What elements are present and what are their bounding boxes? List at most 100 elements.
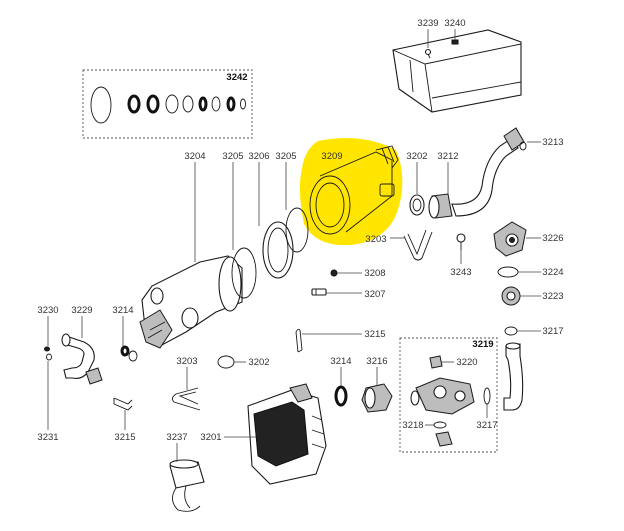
seal-ring-dark [127, 94, 141, 114]
callout-label: 3226 [542, 233, 563, 244]
seal-kit-rings [90, 86, 246, 124]
capacitor-3237 [169, 459, 205, 512]
elbow-nut [85, 367, 103, 385]
callout-label: 3224 [542, 267, 563, 278]
rings-3214 [120, 345, 138, 362]
callout-label: 3220 [456, 357, 477, 368]
callout-label: 3229 [71, 305, 92, 316]
seal-ring [182, 95, 194, 113]
screw-3243 [456, 233, 466, 250]
fitting-3226 [493, 221, 527, 257]
callout-label: 3240 [444, 18, 465, 29]
callout-label-kit: 3219 [472, 339, 493, 350]
pipe-3213 [451, 127, 527, 217]
o-ring-3218 [433, 421, 447, 429]
pump-body-port [181, 307, 199, 329]
screw-3239 [424, 48, 432, 59]
o-ring-3217-lower [483, 387, 491, 405]
callout-label: 3237 [166, 432, 187, 443]
screw-3207 [311, 288, 327, 296]
valve-nut [435, 431, 453, 447]
pump-body-3204 [139, 255, 243, 349]
callout-label: 3201 [200, 432, 221, 443]
elbow-pipe-3229 [61, 333, 103, 385]
o-ring-3205 [285, 207, 309, 253]
callout-label: 3202 [406, 151, 427, 162]
nut-3223 [501, 286, 521, 306]
callout-label: 3205 [275, 151, 296, 162]
capacitor-wires [172, 485, 201, 512]
valve-cap-3220 [429, 355, 443, 369]
pin-3240 [451, 39, 459, 45]
o-ring-3217 [504, 326, 518, 336]
union-nut-3212 [428, 193, 453, 219]
callout-label-kit: 3242 [226, 72, 247, 83]
gasket-3206 [262, 221, 294, 279]
tray-floor-line [409, 59, 414, 93]
seal-ring [211, 96, 221, 112]
seal-ring-dark [146, 94, 160, 114]
callout-label: 3215 [114, 432, 135, 443]
motor-3201 [247, 383, 327, 485]
seal-ring-large [90, 86, 112, 124]
callout-label: 3214 [330, 356, 351, 367]
o-ring-3202-lower [217, 355, 235, 369]
callout-label-highlighted: 3209 [321, 151, 342, 162]
callout-label: 3208 [364, 268, 385, 279]
callout-label: 3203 [176, 356, 197, 367]
fitting-3216 [361, 383, 393, 413]
tray-assembly [392, 29, 522, 113]
parts-3230 [44, 346, 52, 361]
valve-kit-3219 [410, 355, 491, 447]
callout-label: 3217 [542, 326, 563, 337]
valve-kit-box [399, 337, 498, 453]
seal-ring-small [240, 98, 246, 110]
callout-label: 3243 [450, 267, 471, 278]
pump-body-flange [218, 256, 242, 312]
o-ring-3202 [409, 194, 425, 216]
callout-label: 3239 [417, 18, 438, 29]
callout-label: 3207 [364, 289, 385, 300]
pump-cover-3209 [309, 145, 399, 235]
clip-3215 [295, 328, 303, 353]
u-clip-3203 [403, 229, 433, 261]
callout-label: 3206 [248, 151, 269, 162]
callout-label: 3216 [366, 356, 387, 367]
callout-label: 3212 [437, 151, 458, 162]
tray-inner-edge [392, 43, 522, 113]
highlight-3209 [299, 138, 403, 246]
callout-label: 3223 [542, 291, 563, 302]
seal-ring-dark [198, 96, 208, 112]
return-pipe [503, 342, 524, 411]
nut-3208 [330, 269, 338, 277]
seal-kit-box [82, 69, 253, 139]
cover-flange-inner [315, 182, 345, 228]
callout-label: 3215 [364, 329, 385, 340]
impeller [139, 309, 173, 349]
callout-label: 3231 [37, 432, 58, 443]
leader-lines [47, 29, 541, 462]
callout-label: 3202 [248, 357, 269, 368]
u-clip-3203-lower [171, 387, 201, 411]
o-ring-3205 [231, 247, 257, 299]
o-ring-3224 [497, 266, 519, 278]
callout-label: 3213 [542, 137, 563, 148]
clip-3215-lower [113, 397, 133, 411]
callout-label: 3230 [37, 305, 58, 316]
pump-body-outlet [150, 287, 164, 305]
o-ring-3214-lower [334, 385, 348, 407]
seal-ring-dark [226, 96, 236, 112]
callout-labels: 3239 3240 3242 3213 3204 3205 3206 3205 … [37, 18, 563, 443]
cover-outlet [379, 183, 395, 197]
callout-label: 3217 [476, 420, 497, 431]
seal-ring [165, 94, 179, 114]
callout-label: 3205 [222, 151, 243, 162]
motor-stator [253, 401, 309, 467]
pipe-end-ring [519, 141, 527, 151]
callout-label: 3203 [365, 234, 386, 245]
cover-flange [309, 175, 351, 235]
motor-top-port [289, 383, 313, 403]
cover-ribs [375, 145, 399, 169]
callout-label: 3214 [112, 305, 133, 316]
